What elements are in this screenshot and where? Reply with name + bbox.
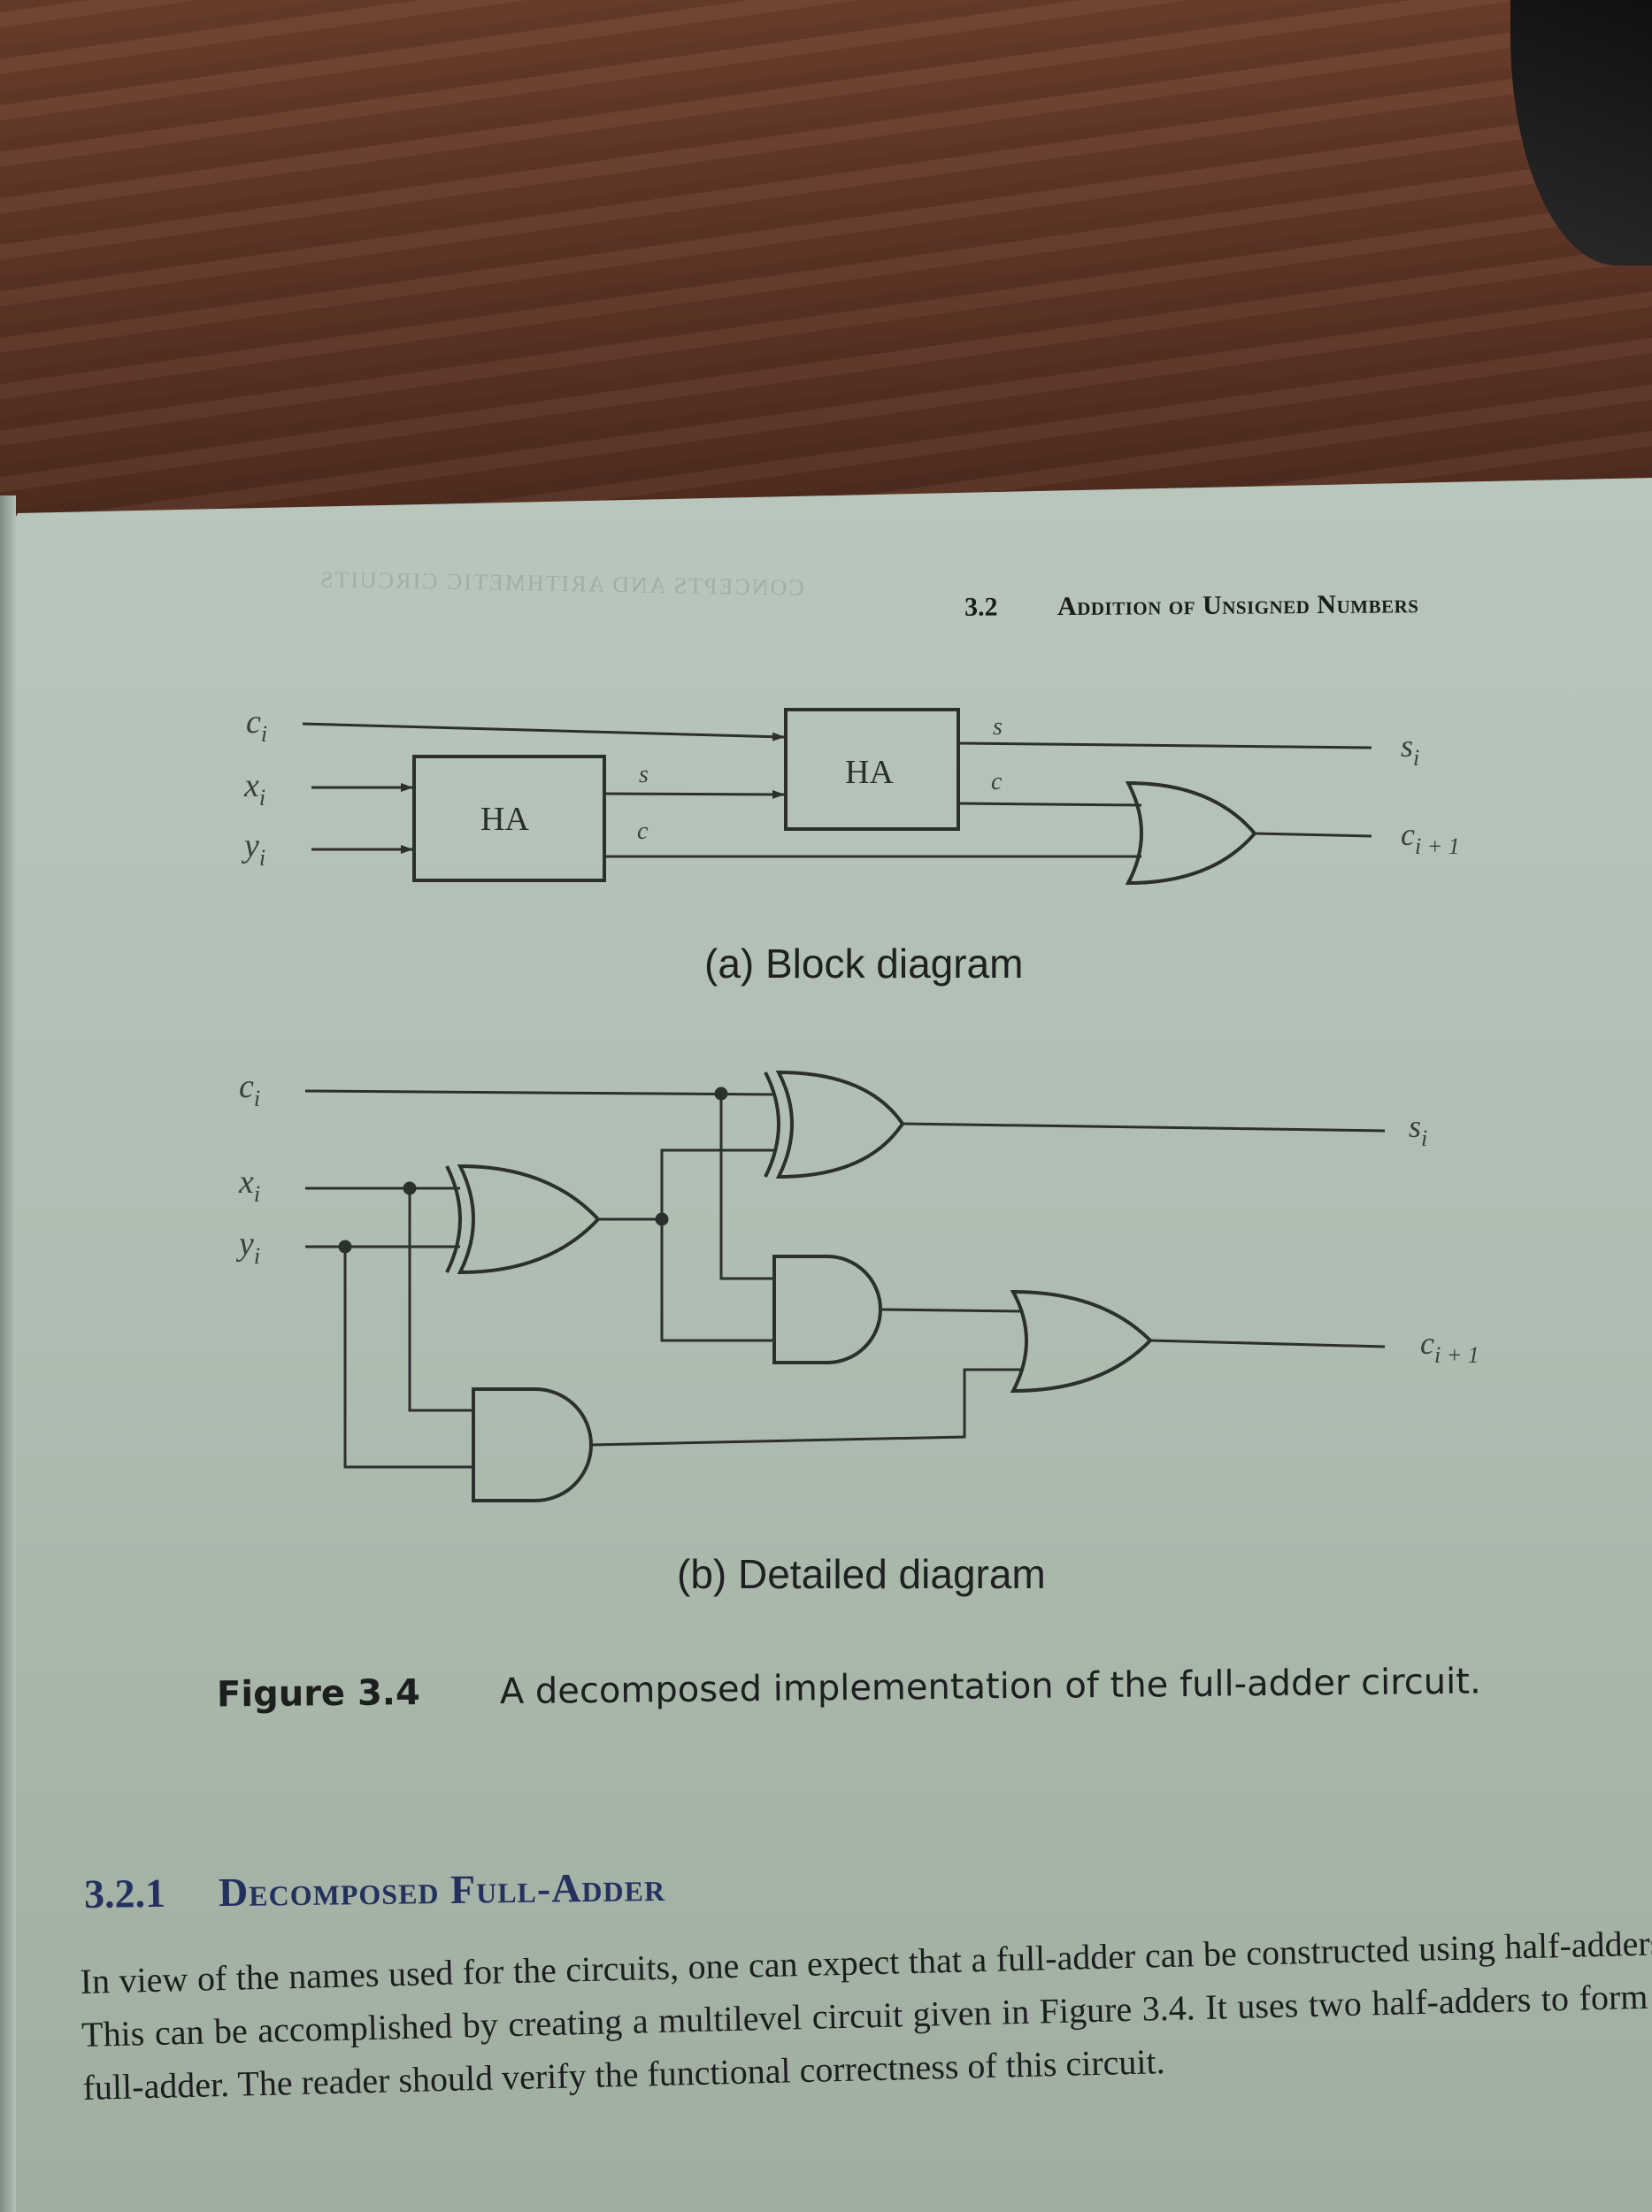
- ha1-c-label: c: [637, 818, 649, 845]
- section-number: 3.2.1: [83, 1870, 166, 1917]
- wire-ci-to-and1: [719, 1094, 774, 1280]
- wire-ha1-s-to-ha2: [603, 789, 785, 799]
- section-title: Decomposed Full-Adder: [218, 1863, 666, 1916]
- label-si-a: si: [1401, 728, 1419, 771]
- label-ci1-a: ci + 1: [1401, 817, 1460, 859]
- half-adder-1-block: [412, 755, 606, 882]
- section-heading: 3.2.1 Decomposed Full-Adder: [84, 1863, 666, 1917]
- book-gutter: [0, 495, 16, 2212]
- wire-ci: [304, 1089, 775, 1096]
- label-xi-a: xi: [243, 767, 265, 810]
- label-yi-b: yi: [235, 1225, 260, 1269]
- wire-or-to-ci1: [1254, 832, 1372, 838]
- figure-number: Figure 3.4: [216, 1672, 421, 1716]
- wire-ha2-c-to-or: [957, 802, 1142, 807]
- xor-gate-2: [775, 1070, 905, 1179]
- detailed-diagram-labels: ci xi yi si ci + 1 (b) Detailed diagram: [235, 1068, 1479, 1597]
- or-gate-block: [1125, 780, 1257, 886]
- label-yi-a: yi: [241, 827, 265, 871]
- block-diagram-labels: ci xi yi HA HA s c s c si ci + 1 (a) Blo…: [241, 703, 1460, 987]
- wire-xor1-to-xor2: [660, 1148, 774, 1219]
- xor-gate-1: [457, 1164, 601, 1275]
- caption-block-diagram: (a) Block diagram: [704, 941, 1023, 987]
- half-adder-2-block: [784, 708, 960, 831]
- wire-xi-to-and2: [408, 1188, 473, 1412]
- caption-detailed-diagram: (b) Detailed diagram: [677, 1551, 1046, 1597]
- label-si-b: si: [1409, 1109, 1427, 1151]
- wire-or-to-ci1-detailed: [1149, 1339, 1386, 1348]
- label-ci-a: ci: [246, 703, 267, 747]
- book-page: [0, 478, 1652, 2212]
- ha1-s-label: s: [639, 761, 649, 788]
- ha2-c-label: c: [991, 768, 1003, 795]
- label-ci1-b: ci + 1: [1420, 1325, 1479, 1368]
- and-gate-2: [472, 1387, 593, 1502]
- or-gate-detailed: [1010, 1289, 1153, 1394]
- wire-xor1-to-and1: [660, 1219, 774, 1342]
- label-xi-b: xi: [238, 1164, 260, 1207]
- xor-gate-1-back-curve: [445, 1165, 462, 1273]
- wire-and2-to-or: [590, 1368, 1022, 1447]
- ha1-label: HA: [480, 801, 529, 838]
- block-diagram: [302, 708, 1372, 886]
- wire-xor2-to-si: [902, 1122, 1386, 1133]
- wire-ha2-s-to-si: [957, 741, 1372, 749]
- wire-ci-to-ha2: [302, 722, 785, 741]
- and-gate-1: [772, 1255, 882, 1364]
- xor-gate-2-back-curve: [764, 1071, 780, 1178]
- detailed-diagram: [304, 1070, 1386, 1502]
- ha2-label: HA: [845, 754, 894, 791]
- wire-yi-to-and2: [343, 1247, 473, 1469]
- label-ci-b: ci: [239, 1068, 260, 1111]
- wire-and1-to-or: [880, 1308, 1023, 1313]
- ha2-s-label: s: [993, 713, 1003, 741]
